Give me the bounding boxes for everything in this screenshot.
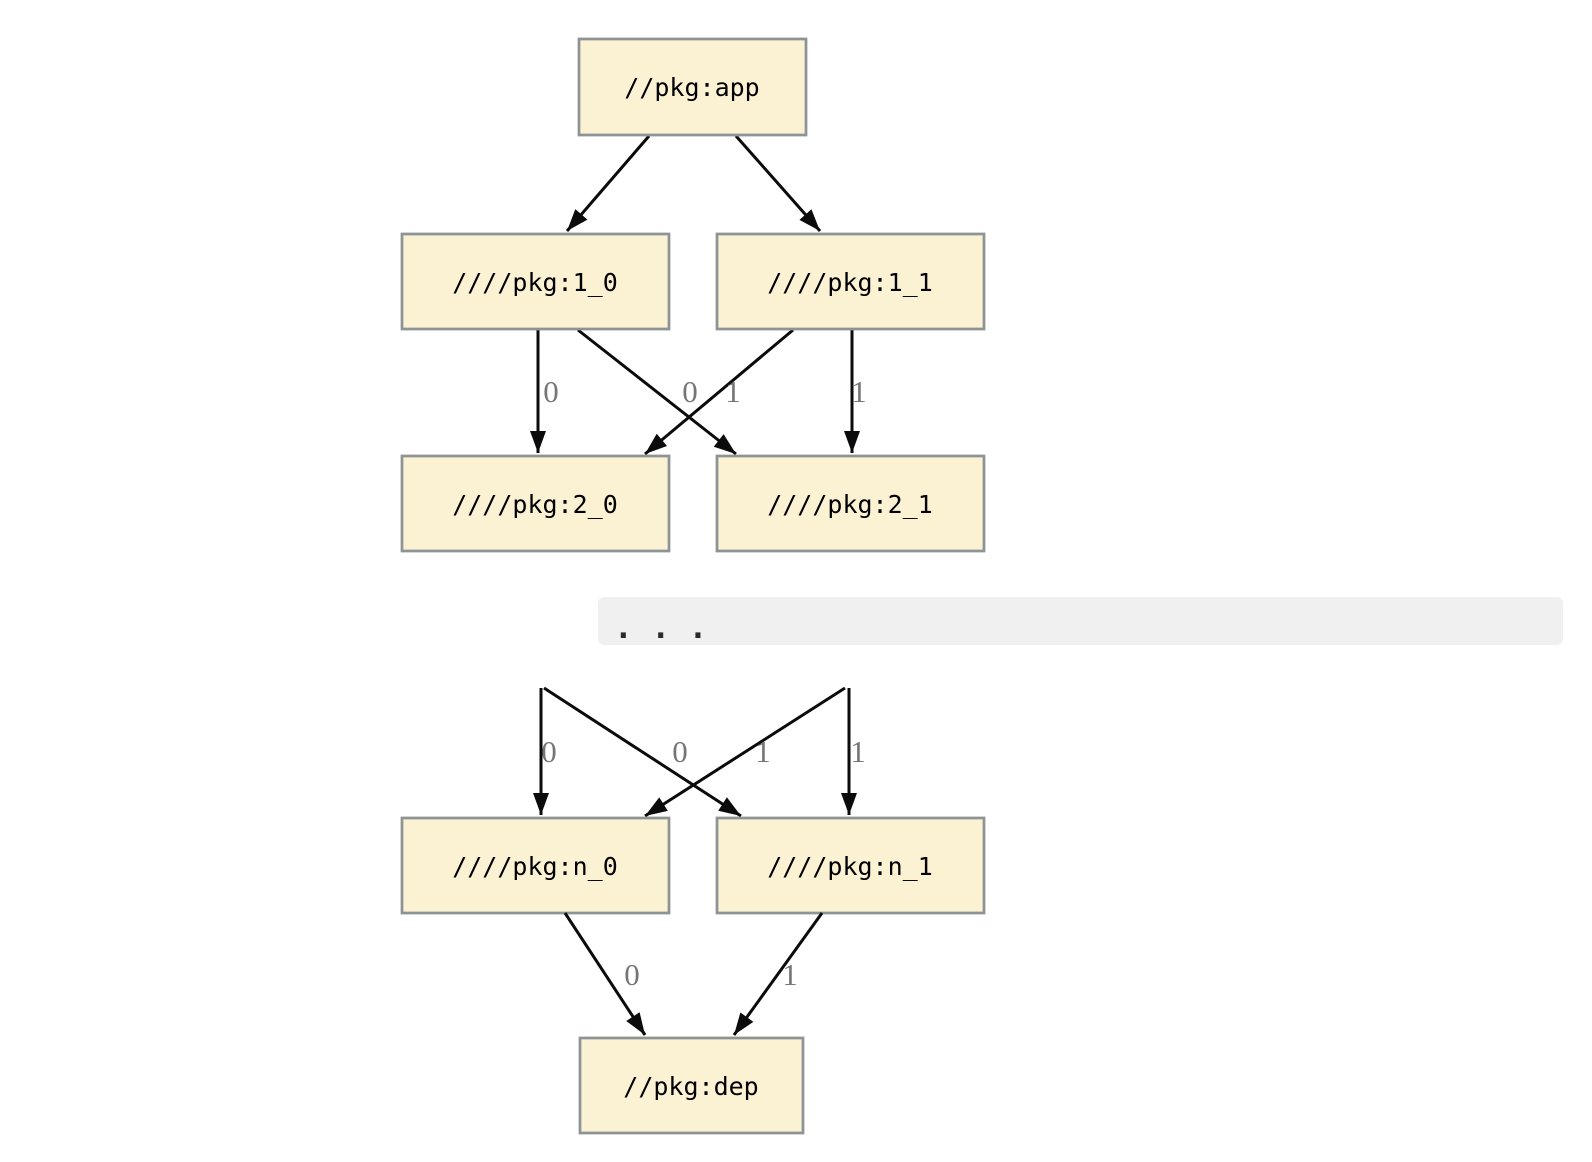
- node-app-label: //pkg:app: [624, 73, 759, 102]
- node-2_1-label: ////pkg:2_1: [767, 490, 933, 519]
- node-1_1-box: [715, 232, 986, 331]
- node-n_1: ////pkg:n_1: [715, 816, 986, 915]
- edge-label: 0: [624, 957, 640, 992]
- edge-labels-tier1: 0 0 1 1: [543, 374, 867, 409]
- edge-label: 0: [543, 374, 559, 409]
- edge-n_0-to-dep: [563, 912, 647, 1036]
- edge-hidden-to-n_1-cross: [543, 686, 742, 818]
- edge-app-to-1_0: [565, 135, 651, 232]
- node-dep: //pkg:dep: [578, 1036, 805, 1135]
- edge-label: 1: [851, 374, 867, 409]
- node-app-box: [577, 37, 808, 137]
- node-2_1: ////pkg:2_1: [715, 454, 986, 553]
- edge-label: 1: [725, 374, 741, 409]
- edge-labels-dep: 0 1: [624, 957, 798, 992]
- node-dep-box: [578, 1036, 805, 1135]
- edge-label: 1: [755, 734, 771, 769]
- edge-label: 0: [682, 374, 698, 409]
- node-1_1-label: ////pkg:1_1: [767, 268, 933, 297]
- node-2_0-box: [400, 454, 671, 553]
- ellipsis-text: . . .: [614, 610, 707, 646]
- edges-dep: [563, 912, 824, 1036]
- node-n_1-box: [715, 816, 986, 915]
- node-2_1-box: [715, 454, 986, 553]
- node-1_1: ////pkg:1_1: [715, 232, 986, 331]
- node-1_0: ////pkg:1_0: [400, 232, 671, 331]
- node-dep-label: //pkg:dep: [623, 1072, 758, 1101]
- ellipsis-band: . . .: [598, 597, 1563, 646]
- edges-bottom-graph: [533, 686, 857, 818]
- node-2_0-label: ////pkg:2_0: [452, 490, 618, 519]
- edge-label: 1: [850, 734, 866, 769]
- edge-label: 1: [782, 957, 798, 992]
- ellipsis-band-box: [598, 597, 1563, 645]
- edge-label: 0: [541, 734, 557, 769]
- node-1_0-label: ////pkg:1_0: [452, 268, 618, 297]
- node-2_0: ////pkg:2_0: [400, 454, 671, 553]
- edge-hidden-to-n_0-cross: [644, 686, 846, 818]
- node-1_0-box: [400, 232, 671, 331]
- edges-top-graph: [530, 135, 860, 456]
- node-n_1-label: ////pkg:n_1: [767, 852, 933, 881]
- edge-app-to-1_1: [734, 135, 822, 232]
- node-n_0: ////pkg:n_0: [400, 816, 671, 915]
- edge-1_1-to-2_0: [644, 328, 794, 456]
- node-app: //pkg:app: [577, 37, 808, 137]
- edge-1_0-to-2_1: [577, 328, 737, 456]
- node-n_0-box: [400, 816, 671, 915]
- edge-n_1-to-dep: [732, 912, 824, 1036]
- node-n_0-label: ////pkg:n_0: [452, 852, 618, 881]
- edge-label: 0: [672, 734, 688, 769]
- edge-labels-tiern: 0 0 1 1: [541, 734, 866, 769]
